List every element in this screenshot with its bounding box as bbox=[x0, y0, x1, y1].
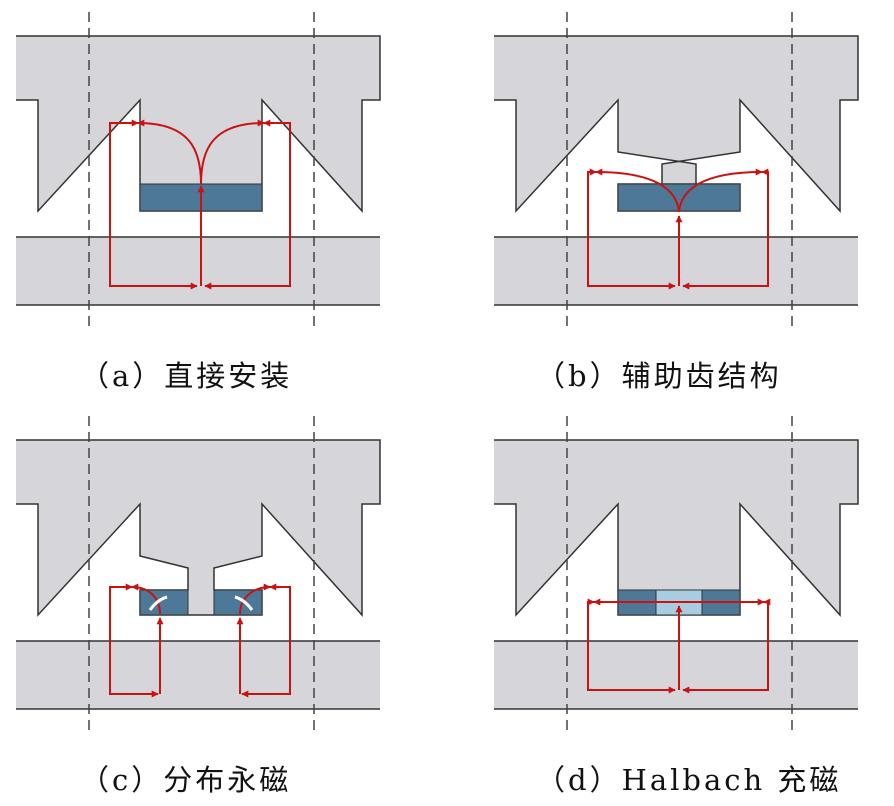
rotor-core bbox=[16, 237, 380, 305]
flux-loop-left bbox=[109, 583, 159, 698]
panel-c bbox=[16, 416, 381, 732]
caption-c: （c）分布永磁 bbox=[80, 763, 292, 797]
flux-loop-left bbox=[587, 168, 676, 290]
flux-hint-left bbox=[148, 595, 168, 611]
panel-d bbox=[494, 416, 859, 732]
stator-core bbox=[16, 439, 381, 617]
flux-loop-right bbox=[204, 119, 291, 290]
caption-d: （d）Halbach 充磁 bbox=[536, 763, 842, 797]
rotor-core bbox=[494, 237, 858, 305]
permanent-magnet-left bbox=[139, 589, 189, 616]
panel-a bbox=[16, 12, 381, 328]
flux-loop-right bbox=[682, 598, 771, 694]
caption-b: （b）辅助齿结构 bbox=[536, 359, 782, 393]
panel-b bbox=[494, 12, 859, 328]
stator-core bbox=[494, 439, 859, 617]
flux-loop-right bbox=[682, 168, 769, 290]
rotor-core bbox=[494, 641, 858, 709]
flux-loop-left bbox=[109, 119, 198, 290]
rotor-core bbox=[16, 641, 380, 709]
flux-loop-right bbox=[241, 583, 291, 698]
caption-a: （a）直接安装 bbox=[80, 359, 293, 393]
flux-loop-left bbox=[587, 598, 676, 694]
permanent-magnet-right bbox=[213, 589, 263, 616]
flux-hint-right bbox=[234, 595, 254, 611]
